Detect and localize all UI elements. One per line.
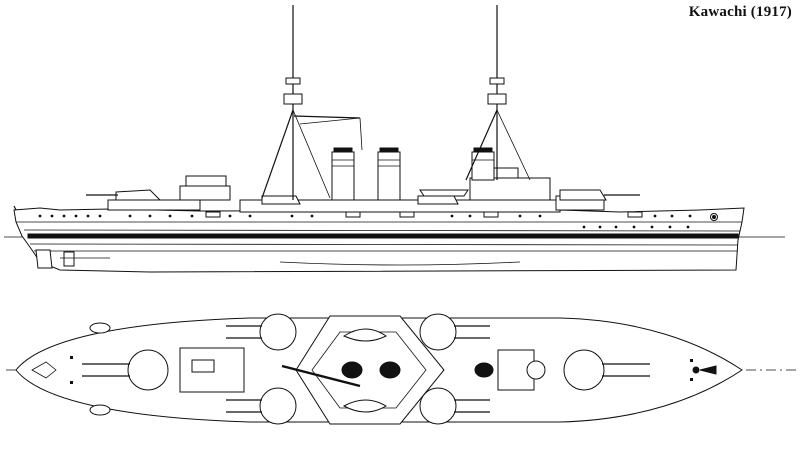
plan-crane-boom bbox=[281, 364, 361, 388]
plan-superstructure-inner bbox=[311, 331, 427, 409]
drawing-title: Kawachi (1917) bbox=[688, 4, 792, 20]
plan-boat-port bbox=[342, 328, 387, 342]
aft-bridge-top bbox=[185, 175, 227, 187]
plan-conning-tower bbox=[526, 360, 546, 380]
plan-stern-detail bbox=[31, 361, 57, 379]
funnel-aft bbox=[331, 147, 355, 201]
plan-bollards bbox=[70, 356, 693, 384]
aft-bridge bbox=[179, 185, 231, 201]
ship-boat bbox=[419, 189, 469, 197]
plan-turret-fore bbox=[563, 349, 650, 391]
fore-turret-side bbox=[559, 189, 607, 201]
plan-boat-starboard bbox=[342, 399, 387, 413]
portholes-side bbox=[38, 214, 692, 229]
plan-turret-aft bbox=[82, 349, 169, 391]
propeller bbox=[63, 251, 75, 267]
wing-turret-side-aft bbox=[261, 195, 301, 205]
plan-anchor bbox=[692, 366, 700, 374]
side-hull bbox=[13, 207, 745, 273]
plan-funnel-aft bbox=[341, 361, 363, 379]
plan-boat-quarter-port bbox=[89, 322, 111, 334]
funnel-mid bbox=[377, 147, 401, 201]
plan-turret-starboard-aft bbox=[226, 387, 297, 425]
foremast bbox=[465, 5, 531, 181]
plan-boat-quarter-starboard bbox=[89, 404, 111, 416]
plan-superstructure bbox=[295, 315, 445, 425]
casemates bbox=[205, 211, 643, 218]
belt-line-upper bbox=[23, 229, 741, 232]
plan-turret-starboard-fore bbox=[419, 387, 490, 425]
plan-view bbox=[6, 313, 796, 425]
side-profile-view bbox=[4, 5, 785, 273]
bilge-keel bbox=[279, 261, 521, 266]
ensign-staff bbox=[13, 205, 17, 211]
plan-bow-arrow bbox=[699, 365, 717, 375]
plan-turret-port-aft bbox=[226, 313, 297, 351]
aft-turret-side bbox=[115, 189, 162, 201]
mainmast-aft bbox=[261, 5, 331, 200]
plan-funnel-mid bbox=[379, 361, 401, 379]
hawse-hole bbox=[712, 215, 716, 219]
funnel-fore bbox=[471, 147, 495, 181]
fore-bridge bbox=[469, 177, 551, 201]
boat-crane bbox=[293, 115, 363, 151]
aft-superstructure bbox=[107, 199, 201, 211]
plan-turret-port-fore bbox=[419, 313, 490, 351]
rudder bbox=[35, 249, 53, 269]
plan-aft-skylight bbox=[191, 359, 215, 373]
armor-belt bbox=[27, 233, 739, 239]
belt-line-lower bbox=[29, 243, 739, 246]
plan-funnel-fore bbox=[474, 362, 494, 378]
wing-turret-side-fore bbox=[417, 195, 459, 205]
